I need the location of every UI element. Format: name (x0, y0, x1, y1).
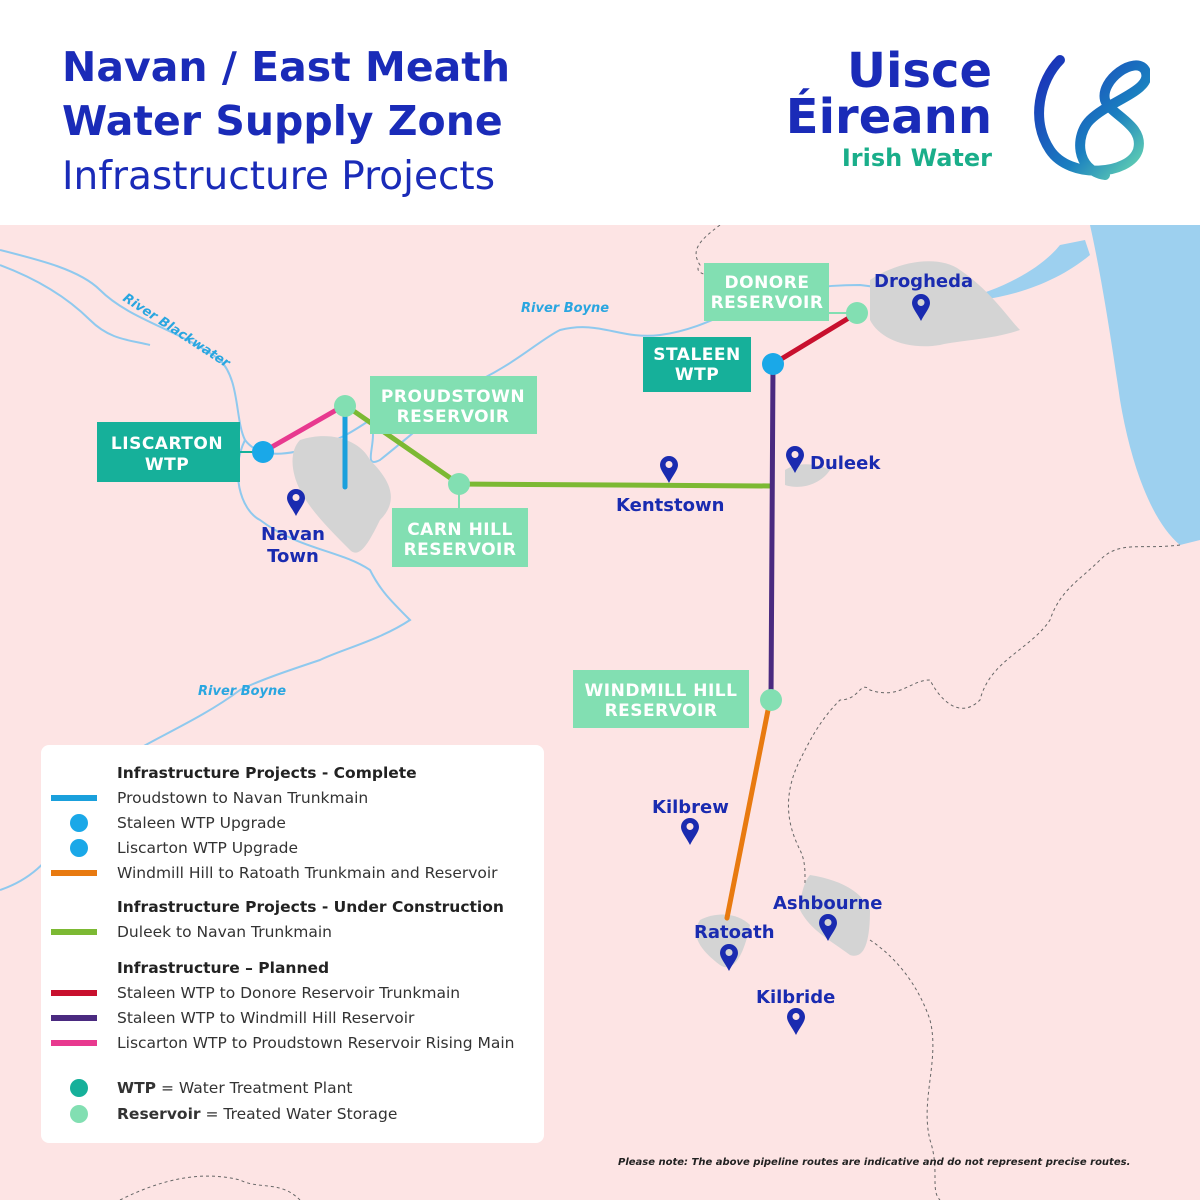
legend-line-orange (51, 870, 97, 876)
map-pin-icon (287, 489, 305, 516)
legend-res-abbr: Reservoir (117, 1105, 201, 1123)
map-pin-icon (660, 456, 678, 483)
town-label: Drogheda (874, 271, 973, 292)
carn-hill-node (448, 473, 470, 495)
donore-node (846, 302, 868, 324)
logo-text-irish-water: Irish Water (841, 144, 992, 172)
town-areas (292, 261, 1020, 968)
legend-line-red (51, 990, 97, 996)
legend-item: Staleen WTP to Donore Reservoir Trunkmai… (117, 984, 461, 1002)
title-line-2: Water Supply Zone (62, 97, 503, 145)
legend-item: Liscarton WTP Upgrade (117, 839, 299, 857)
map-pin-icon (819, 914, 837, 941)
town-label: Navan (261, 524, 325, 545)
windmill-ratoath-trunkmain (724, 697, 773, 921)
river-label: River Blackwater (120, 291, 234, 372)
boyne-estuary (960, 240, 1090, 300)
town-label: Ashbourne (773, 893, 882, 914)
legend-heading-planned: Infrastructure – Planned (117, 959, 330, 977)
legend-heading-complete: Infrastructure Projects - Complete (117, 764, 417, 782)
legend-line-purple (51, 1015, 97, 1021)
legend-wtp-abbr: WTP (117, 1079, 157, 1097)
legend-item: Liscarton WTP to Proudstown Reservoir Ri… (117, 1034, 515, 1052)
proudstown-node (334, 395, 356, 417)
legend-line-green (51, 929, 97, 935)
county-boundary (119, 225, 1181, 1200)
town-label: Ratoath (694, 922, 775, 943)
river-label: River Boyne (198, 684, 286, 699)
legend-item: Windmill Hill to Ratoath Trunkmain and R… (117, 864, 498, 882)
disclaimer-note: Please note: The above pipeline routes a… (618, 1157, 1131, 1168)
legend-line-blue (51, 795, 97, 801)
uisce-eireann-logo: Uisce Éireann Irish Water (786, 40, 1150, 180)
legend-item: Staleen WTP to Windmill Hill Reservoir (117, 1009, 415, 1027)
town-label: Kilbride (756, 987, 835, 1008)
staleen-windmill-hill-main (768, 361, 776, 703)
legend: Infrastructure Projects - Complete Proud… (41, 745, 544, 1143)
staleen-donore-trunkmain (770, 310, 860, 367)
legend-dot-blue (70, 814, 88, 832)
legend-line-pink (51, 1040, 97, 1046)
header: Navan / East Meath Water Supply Zone Inf… (0, 0, 1200, 225)
map-pin-icon (720, 944, 738, 971)
town-label: Duleek (810, 453, 881, 474)
map-pin-icon (786, 446, 804, 473)
legend-item: Proudstown to Navan Trunkmain (117, 789, 369, 807)
legend-dot-reservoir (70, 1105, 88, 1123)
town-label: Kilbrew (652, 797, 729, 818)
legend-item: Staleen WTP Upgrade (117, 814, 286, 832)
sea (1090, 225, 1200, 545)
map-pin-icon (681, 818, 699, 845)
facility-label: LISCARTON (111, 434, 223, 454)
map-pin-icon (912, 294, 930, 321)
logo-swirl-icon (1034, 55, 1150, 180)
page-title: Navan / East Meath Water Supply Zone Inf… (62, 40, 510, 206)
legend-heading-construction: Infrastructure Projects - Under Construc… (117, 898, 504, 916)
subtitle: Infrastructure Projects (62, 154, 496, 199)
logo-text-eireann: Éireann (785, 89, 992, 145)
liscarton-proudstown-rising-main (260, 402, 348, 455)
liscarton-node (252, 441, 274, 463)
legend-wtp-def: = Water Treatment Plant (160, 1079, 353, 1097)
logo-text-uisce: Uisce (846, 43, 992, 99)
legend-dot-wtp (70, 1079, 88, 1097)
legend-res-def: = Treated Water Storage (205, 1105, 398, 1123)
legend-dot-blue (70, 839, 88, 857)
river-label: River Boyne (521, 301, 609, 316)
map-pin-icon (787, 1008, 805, 1035)
legend-item: Duleek to Navan Trunkmain (117, 923, 332, 941)
staleen-node (762, 353, 784, 375)
title-line-1: Navan / East Meath (62, 43, 511, 91)
windmill-hill-node (760, 689, 782, 711)
town-label: Kentstown (616, 495, 724, 516)
town-pins (287, 294, 930, 1035)
